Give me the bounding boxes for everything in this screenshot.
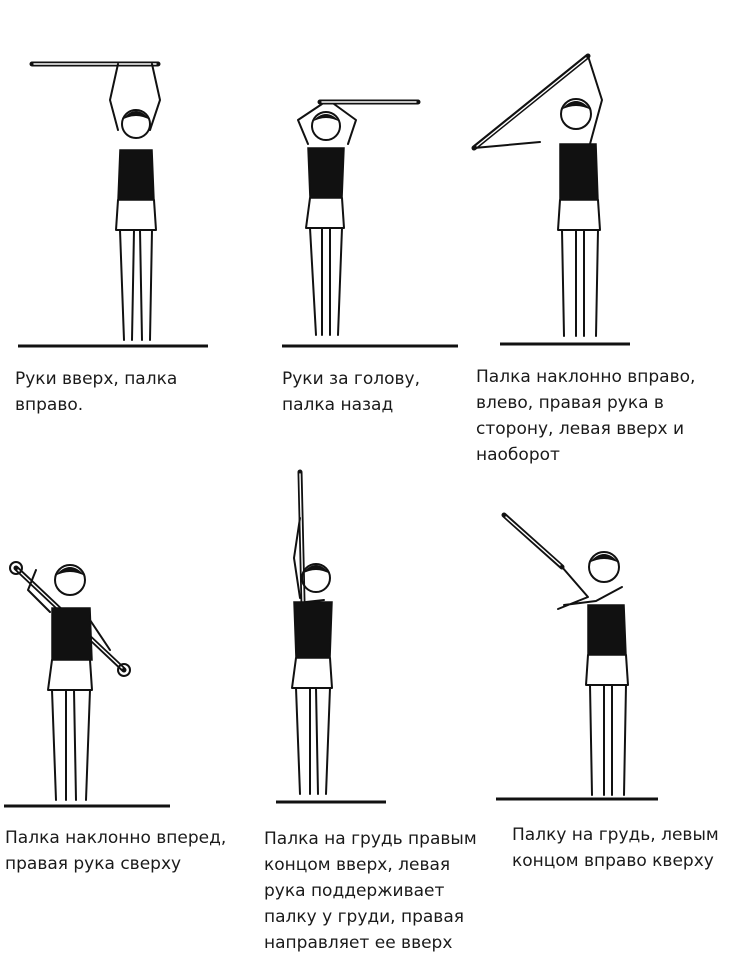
exercise-1-caption: Руки вверх, палка вправо. xyxy=(15,369,178,415)
exercise-5-caption: Палка на грудь правым концом вверх, лева… xyxy=(264,829,477,953)
exercise-3-caption: Палка наклонно вправо, влево, правая рук… xyxy=(476,367,696,465)
exercise-2-caption: Руки за голову, палка назад xyxy=(282,369,420,415)
exercise-1-figure xyxy=(18,61,208,348)
exercise-5-figure xyxy=(276,469,386,804)
exercise-6-figure xyxy=(496,512,658,801)
exercise-4-caption: Палка наклонно вперед, правая рука сверх… xyxy=(5,828,227,874)
exercise-2-figure xyxy=(282,99,458,348)
exercise-6-caption: Палку на грудь, левым концом вправо квер… xyxy=(512,825,719,871)
exercise-3-figure xyxy=(471,53,630,346)
exercise-4-figure xyxy=(4,561,170,808)
